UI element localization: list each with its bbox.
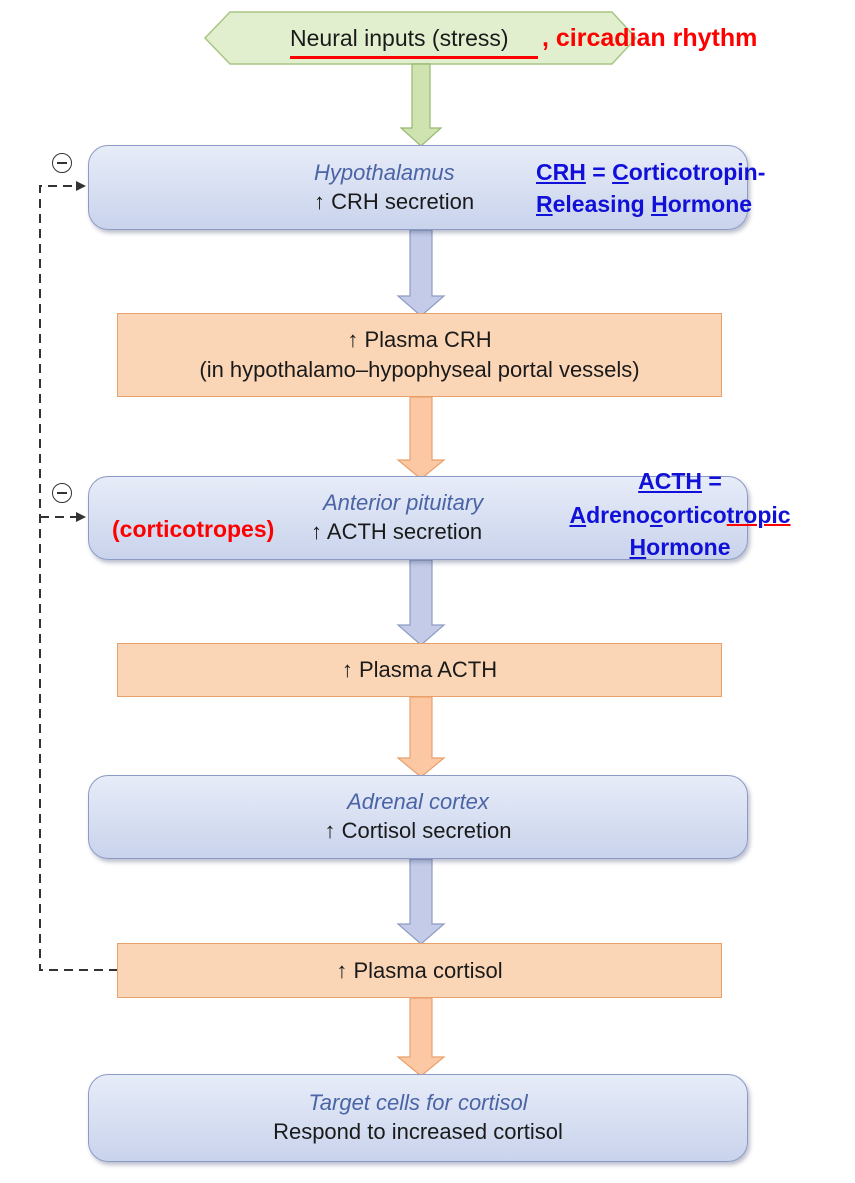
input-extra-wrap: , circadian rhythm: [542, 24, 757, 52]
crh-orticotropin: orticotropin-: [628, 159, 766, 185]
plasma-acth-box: ↑ Plasma ACTH: [117, 643, 722, 697]
crh-h: H: [651, 191, 668, 217]
arrow-plasma-acth-to-adrenal: [396, 696, 446, 778]
feedback-arrowhead-hypothalamus: [76, 181, 86, 191]
acth-definition-line1: ACTH =: [540, 467, 820, 495]
arrow-pituitary-to-plasma-acth: [396, 559, 446, 646]
feedback-arrowhead-pituitary: [76, 512, 86, 522]
input-banner-shape: [203, 11, 638, 65]
pituitary-text: ↑ ACTH secretion: [311, 519, 483, 544]
input-label-wrap: Neural inputs (stress): [290, 24, 509, 52]
crh-definition-line1: CRH = Corticotropin-: [536, 158, 765, 186]
adrenal-text: ↑ Cortisol secretion: [324, 818, 512, 843]
crh-eq: =: [585, 159, 613, 185]
plasma-cortisol-line1: ↑ Plasma cortisol: [336, 957, 503, 983]
acth-definition-line3: Hormone: [540, 533, 820, 561]
acth-ortico: ortico: [662, 502, 727, 528]
acth-a: A: [569, 502, 587, 528]
crh-definition: CRH = Corticotropin- Releasing Hormone: [536, 158, 765, 218]
hypothalamus-text: ↑ CRH secretion: [314, 188, 475, 214]
pituitary-cells-label: (corticotropes): [112, 516, 275, 542]
input-label-underline: [290, 56, 538, 59]
acth-dreno: dreno: [586, 502, 650, 528]
plasma-crh-line2: (in hypothalamo–hypophyseal portal vesse…: [199, 357, 640, 382]
crh-r: R: [536, 191, 553, 217]
target-text: Respond to increased cortisol: [273, 1119, 563, 1144]
arrow-plasma-cortisol-to-target: [396, 997, 446, 1077]
acth-c: c: [649, 502, 663, 528]
hypothalamus-box: Hypothalamus ↑ CRH secretion: [88, 145, 748, 230]
input-label: Neural inputs (stress): [290, 25, 509, 51]
plasma-crh-line1: ↑ Plasma CRH: [347, 327, 492, 352]
crh-ormone: ormone: [667, 191, 753, 217]
adrenal-name: Adrenal cortex: [347, 789, 489, 814]
arrow-plasma-crh-to-pituitary: [396, 396, 446, 480]
arrow-adrenal-to-plasma-cortisol: [396, 858, 446, 945]
feedback-inhibition-pituitary-icon: [52, 483, 72, 503]
acth-ormone: ormone: [646, 534, 731, 560]
acth-abbr: ACTH: [638, 468, 703, 494]
hypothalamus-name: Hypothalamus: [314, 159, 455, 185]
crh-abbr: CRH: [536, 159, 586, 185]
acth-definition-line2: Adrenocorticotropic: [540, 501, 820, 529]
acth-eq: =: [702, 468, 722, 494]
acth-tropic: tropic: [726, 502, 791, 528]
feedback-dashed-loop: [39, 185, 118, 971]
arrow-hypothalamus-to-plasma-crh: [396, 229, 446, 317]
pituitary-name: Anterior pituitary: [323, 490, 484, 515]
crh-c: C: [612, 159, 629, 185]
plasma-acth-line1: ↑ Plasma ACTH: [341, 657, 498, 682]
target-box: Target cells for cortisol Respond to inc…: [88, 1074, 748, 1162]
plasma-crh-box: ↑ Plasma CRH (in hypothalamo–hypophyseal…: [117, 313, 722, 397]
arrow-input-to-hypothalamus: [399, 63, 443, 147]
acth-definition: ACTH = Adrenocorticotropic Hormone: [540, 467, 820, 561]
plasma-cortisol-box: ↑ Plasma cortisol: [117, 943, 722, 998]
pituitary-box: Anterior pituitary ↑ ACTH secretion: [88, 476, 748, 560]
acth-h: H: [629, 534, 647, 560]
input-extra-label: , circadian rhythm: [542, 24, 758, 52]
crh-definition-line2: Releasing Hormone: [536, 190, 765, 218]
crh-eleasing: eleasing: [552, 191, 652, 217]
adrenal-box: Adrenal cortex ↑ Cortisol secretion: [88, 775, 748, 859]
target-name: Target cells for cortisol: [308, 1090, 528, 1115]
feedback-inhibition-hypothalamus-icon: [52, 153, 72, 173]
